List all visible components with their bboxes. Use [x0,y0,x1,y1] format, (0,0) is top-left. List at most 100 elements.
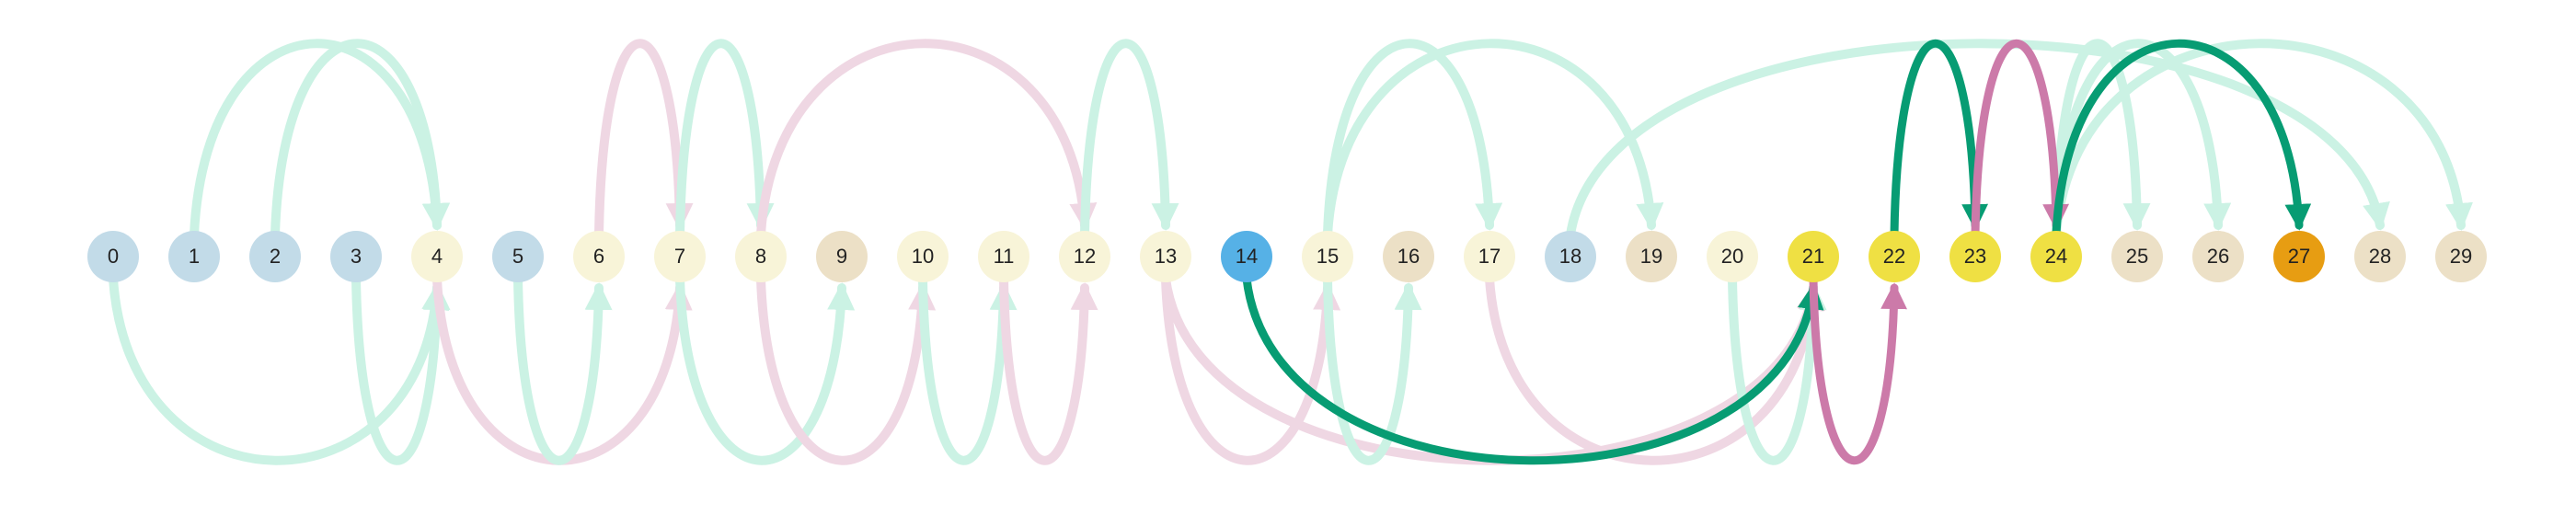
node-circle-18 [1545,231,1596,282]
edge-14-21 [1242,274,1824,465]
edge-15-17 [1323,39,1503,239]
node-label-10: 10 [912,245,934,268]
node-15: 15 [1302,231,1353,282]
edge-21-22 [1809,274,1907,465]
node-circle-20 [1707,231,1758,282]
node-27: 27 [2273,231,2325,282]
edge-8-12 [756,39,1098,239]
edge-1-4 [190,39,450,239]
node-13: 13 [1140,231,1191,282]
node-label-7: 7 [674,245,685,268]
node-circle-1 [168,231,220,282]
node-label-16: 16 [1397,245,1420,268]
node-20: 20 [1707,231,1758,282]
edge-23-24 [1971,39,2070,239]
edge-6-7 [594,39,694,239]
node-label-24: 24 [2045,245,2067,268]
edge-3-4 [351,274,451,465]
node-circle-7 [654,231,706,282]
node-label-11: 11 [994,245,1015,268]
node-circle-25 [2111,231,2163,282]
edge-24-26 [2052,39,2232,239]
node-circle-3 [330,231,382,282]
edge-17-21 [1485,274,1826,465]
node-23: 23 [1949,231,2001,282]
node-label-28: 28 [2369,245,2391,268]
node-circle-13 [1140,231,1191,282]
node-label-29: 29 [2450,245,2472,268]
node-circle-12 [1059,231,1110,282]
node-1: 1 [168,231,220,282]
node-label-18: 18 [1559,245,1581,268]
node-circle-15 [1302,231,1353,282]
edge-24-27 [2052,39,2312,239]
node-label-22: 22 [1883,245,1905,268]
node-0: 0 [87,231,139,282]
node-9: 9 [816,231,868,282]
node-label-19: 19 [1640,245,1662,268]
edge-15-16 [1323,274,1422,465]
node-label-0: 0 [108,245,119,268]
node-label-17: 17 [1478,245,1501,268]
node-circle-29 [2435,231,2487,282]
node-4: 4 [411,231,463,282]
edge-layer [109,39,2473,465]
node-circle-10 [897,231,949,282]
node-10: 10 [897,231,949,282]
node-circle-26 [2192,231,2244,282]
node-16: 16 [1383,231,1434,282]
node-circle-27 [2273,231,2325,282]
node-22: 22 [1869,231,1920,282]
node-circle-11 [978,231,1029,282]
node-circle-0 [87,231,139,282]
node-label-14: 14 [1236,245,1258,268]
edge-7-8 [675,39,775,239]
node-19: 19 [1626,231,1677,282]
node-circle-4 [411,231,463,282]
node-circle-14 [1221,231,1272,282]
edge-24-29 [2052,39,2473,239]
node-21: 21 [1788,231,1839,282]
node-circle-17 [1464,231,1515,282]
node-6: 6 [573,231,625,282]
node-18: 18 [1545,231,1596,282]
node-26: 26 [2192,231,2244,282]
edge-12-13 [1080,39,1179,239]
edge-4-7 [432,274,693,465]
node-label-1: 1 [189,245,200,268]
edge-24-25 [2052,39,2151,239]
node-label-26: 26 [2207,245,2229,268]
edge-22-23 [1890,39,1989,239]
edge-20-21 [1728,274,1827,465]
edge-10-11 [918,274,1018,465]
node-11: 11 [978,231,1029,282]
node-17: 17 [1464,231,1515,282]
node-label-20: 20 [1721,245,1743,268]
node-circle-23 [1949,231,2001,282]
node-label-6: 6 [593,245,604,268]
edge-2-4 [270,39,451,239]
node-label-9: 9 [836,245,847,268]
node-circle-2 [249,231,301,282]
node-label-23: 23 [1964,245,1986,268]
node-label-15: 15 [1317,245,1339,268]
node-label-5: 5 [512,245,523,268]
node-label-2: 2 [270,245,281,268]
node-circle-5 [492,231,544,282]
node-28: 28 [2354,231,2406,282]
edge-13-15 [1161,274,1341,465]
node-circle-22 [1869,231,1920,282]
edge-18-28 [1566,39,2390,239]
node-label-25: 25 [2126,245,2148,268]
node-label-4: 4 [431,245,443,268]
node-circle-9 [816,231,868,282]
node-8: 8 [735,231,787,282]
edge-5-6 [513,274,613,465]
node-12: 12 [1059,231,1110,282]
node-circle-19 [1626,231,1677,282]
node-2: 2 [249,231,301,282]
node-circle-28 [2354,231,2406,282]
node-14: 14 [1221,231,1272,282]
edge-0-4 [109,274,450,465]
